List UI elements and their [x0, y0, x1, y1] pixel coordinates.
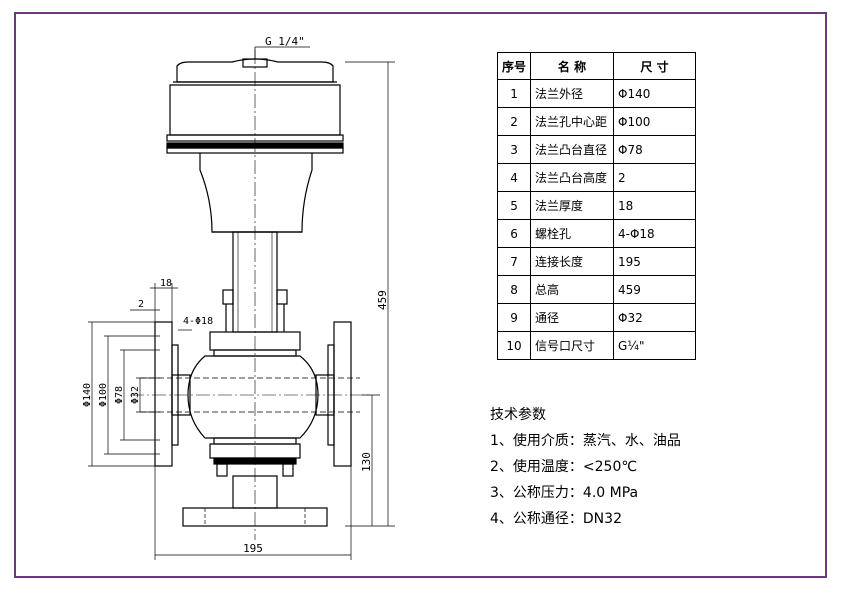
- signal-port-label: G 1/4": [265, 35, 305, 48]
- dia-78-label: Φ78: [114, 386, 125, 404]
- row-no: 1: [496, 79, 532, 108]
- row-no: 8: [496, 275, 532, 304]
- row-no: 10: [496, 331, 532, 360]
- row-size: 18: [613, 191, 697, 220]
- dia-32-label: Φ32: [130, 386, 141, 404]
- row-name: 法兰外径: [530, 79, 615, 108]
- actuator-yoke: [199, 153, 313, 233]
- row-name: 连接长度: [530, 247, 615, 276]
- row-name: 法兰孔中心距: [530, 107, 615, 136]
- row-no: 5: [496, 191, 532, 220]
- row-no: 2: [496, 107, 532, 136]
- row-no: 6: [496, 219, 532, 248]
- row-name: 信号口尺寸: [530, 331, 615, 360]
- row-no: 3: [496, 135, 532, 164]
- valve-body: [187, 355, 319, 439]
- row-size: Φ100: [613, 107, 697, 136]
- row-no: 7: [496, 247, 532, 276]
- row-size: 2: [613, 163, 697, 192]
- row-name: 法兰凸台高度: [530, 163, 615, 192]
- dim-130-label: 130: [360, 452, 373, 472]
- row-size: 195: [613, 247, 697, 276]
- drawing-border: [14, 12, 827, 578]
- header-size: 尺 寸: [613, 52, 697, 80]
- row-size: Φ32: [613, 303, 697, 332]
- row-size: 4-Φ18: [613, 219, 697, 248]
- dia-100-label: Φ100: [98, 383, 109, 407]
- tech-param-item: 4、公称通径：DN32: [490, 511, 622, 527]
- header-name: 名 称: [530, 52, 615, 80]
- dim-flange-thickness-label: 18: [160, 278, 172, 289]
- row-name: 通径: [530, 303, 615, 332]
- row-no: 4: [496, 163, 532, 192]
- dia-140-label: Φ140: [82, 383, 93, 407]
- row-name: 总高: [530, 275, 615, 304]
- row-size: 459: [613, 275, 697, 304]
- row-no: 9: [496, 303, 532, 332]
- tech-params: 技术参数 1、使用介质：蒸汽、水、油品 2、使用温度：<250℃ 3、公称压力：…: [490, 402, 681, 532]
- actuator-dome: [176, 58, 334, 83]
- tech-param-item: 3、公称压力：4.0 MPa: [490, 485, 639, 501]
- row-name: 法兰厚度: [530, 191, 615, 220]
- row-size: G¼": [613, 331, 697, 360]
- dim-total-height-label: 459: [376, 290, 389, 310]
- outlet-flange: [333, 321, 352, 467]
- tech-params-title: 技术参数: [490, 407, 546, 423]
- dim-raised-face-label: 2: [138, 299, 144, 310]
- row-size: Φ140: [613, 79, 697, 108]
- tech-param-item: 2、使用温度：<250℃: [490, 459, 638, 475]
- dim-length-label: 195: [243, 542, 263, 555]
- header-no: 序号: [496, 52, 532, 80]
- row-size: Φ78: [613, 135, 697, 164]
- row-name: 螺栓孔: [530, 219, 615, 248]
- inlet-flange: [154, 321, 173, 467]
- tech-param-item: 1、使用介质：蒸汽、水、油品: [490, 433, 681, 449]
- spec-table-header: 序号 名 称 尺 寸: [496, 52, 697, 80]
- bolt-holes-label: 4-Φ18: [183, 316, 213, 327]
- row-name: 法兰凸台直径: [530, 135, 615, 164]
